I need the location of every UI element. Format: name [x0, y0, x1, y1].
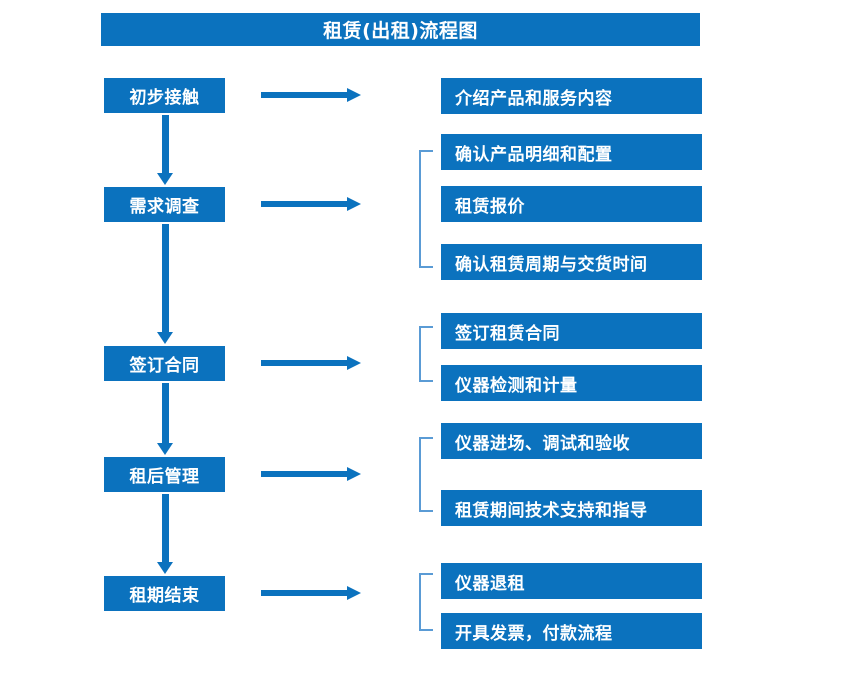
arrow-shaft [162, 115, 169, 173]
stage-box-3[interactable]: 签订合同 [104, 346, 225, 381]
arrow-head-icon [157, 562, 173, 574]
arrow-shaft [261, 92, 349, 98]
arrow-head-icon [157, 332, 173, 344]
group-bracket-1 [419, 150, 433, 268]
arrow-head-icon [157, 173, 173, 185]
arrow-head-icon [347, 197, 361, 211]
vertical-arrow-1 [155, 115, 175, 185]
detail-box-4[interactable]: 确认租赁周期与交货时间 [441, 244, 702, 280]
horizontal-arrow-5 [261, 584, 361, 602]
horizontal-arrow-4 [261, 465, 361, 483]
arrow-shaft [162, 224, 169, 332]
detail-box-7[interactable]: 仪器进场、调试和验收 [441, 423, 702, 459]
detail-box-9[interactable]: 仪器退租 [441, 563, 702, 599]
detail-box-2[interactable]: 确认产品明细和配置 [441, 134, 702, 170]
detail-box-6[interactable]: 仪器检测和计量 [441, 365, 702, 401]
stage-box-2[interactable]: 需求调查 [104, 187, 225, 222]
horizontal-arrow-3 [261, 354, 361, 372]
horizontal-arrow-2 [261, 195, 361, 213]
detail-box-1[interactable]: 介绍产品和服务内容 [441, 78, 702, 114]
arrow-shaft [261, 590, 349, 596]
arrow-head-icon [157, 443, 173, 455]
group-bracket-3 [419, 437, 433, 512]
stage-box-5[interactable]: 租期结束 [104, 576, 225, 611]
arrow-shaft [261, 471, 349, 477]
detail-box-8[interactable]: 租赁期间技术支持和指导 [441, 490, 702, 526]
arrow-head-icon [347, 88, 361, 102]
arrow-head-icon [347, 356, 361, 370]
arrow-shaft [261, 360, 349, 366]
detail-box-10[interactable]: 开具发票，付款流程 [441, 613, 702, 649]
vertical-arrow-4 [155, 494, 175, 574]
arrow-shaft [261, 201, 349, 207]
stage-box-1[interactable]: 初步接触 [104, 78, 225, 113]
horizontal-arrow-1 [261, 86, 361, 104]
arrow-head-icon [347, 467, 361, 481]
detail-box-3[interactable]: 租赁报价 [441, 186, 702, 222]
stage-box-4[interactable]: 租后管理 [104, 457, 225, 492]
group-bracket-2 [419, 326, 433, 382]
arrow-shaft [162, 494, 169, 562]
vertical-arrow-2 [155, 224, 175, 344]
page-title: 租赁(出租)流程图 [101, 13, 700, 46]
vertical-arrow-3 [155, 383, 175, 455]
group-bracket-4 [419, 573, 433, 631]
detail-box-5[interactable]: 签订租赁合同 [441, 313, 702, 349]
arrow-shaft [162, 383, 169, 443]
arrow-head-icon [347, 586, 361, 600]
